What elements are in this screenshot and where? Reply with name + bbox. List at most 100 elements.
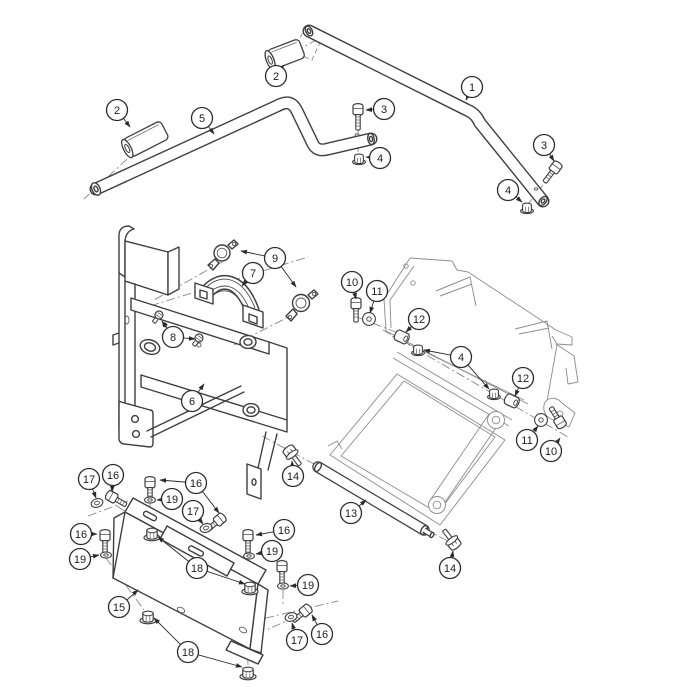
- callout-4[interactable]: 4: [496, 178, 523, 203]
- callout-14[interactable]: 14: [438, 550, 462, 580]
- flat-washer-icon: [100, 551, 112, 559]
- callout-15[interactable]: 15: [107, 589, 139, 619]
- callout-16[interactable]: 16: [101, 463, 125, 493]
- callout-number: 4: [458, 352, 464, 364]
- callout-16[interactable]: 16: [255, 518, 296, 542]
- flat-washer-icon: [284, 612, 298, 622]
- callout-6[interactable]: 6: [180, 383, 205, 413]
- callout-number: 18: [182, 647, 194, 659]
- callout-1[interactable]: 1: [460, 75, 484, 101]
- callout-7[interactable]: 7: [241, 261, 265, 287]
- callout-18[interactable]: 18: [157, 536, 246, 585]
- callout-number: 17: [291, 635, 303, 647]
- callout-number: 16: [190, 478, 202, 490]
- callout-number: 11: [521, 435, 532, 447]
- callout-number: 10: [346, 277, 358, 289]
- callout-number: 3: [381, 104, 387, 116]
- callout-16[interactable]: 16: [69, 522, 98, 546]
- flat-washer-icon: [199, 523, 213, 533]
- flange-nut-icon: [411, 344, 425, 357]
- socket-bolt-icon: [276, 560, 288, 586]
- button-screw-icon: [151, 310, 164, 324]
- callout-4[interactable]: 4: [423, 345, 490, 390]
- callout-19[interactable]: 19: [255, 539, 284, 563]
- callout-16[interactable]: 16: [310, 614, 334, 646]
- callout-number: 16: [75, 529, 87, 541]
- roller-tube: [312, 461, 435, 539]
- callout-19[interactable]: 19: [289, 573, 320, 597]
- callout-4[interactable]: 4: [365, 146, 392, 170]
- callout-10[interactable]: 10: [340, 270, 364, 300]
- callout-2[interactable]: 2: [264, 64, 288, 88]
- callout-9[interactable]: 9: [240, 246, 297, 288]
- callout-number: 19: [166, 494, 178, 506]
- hand-grip-icon: [264, 39, 305, 71]
- callout-number: 18: [191, 563, 203, 575]
- callout-8[interactable]: 8: [161, 320, 196, 349]
- flange-lock-nut-icon: [139, 610, 157, 625]
- socket-bolt-icon: [99, 529, 111, 555]
- flat-washer-icon: [243, 552, 255, 560]
- flat-washer-icon: [534, 413, 548, 427]
- callout-number: 11: [371, 286, 382, 298]
- callout-17[interactable]: 17: [285, 622, 309, 652]
- callout-11[interactable]: 11: [365, 279, 389, 314]
- callout-number: 16: [316, 629, 328, 641]
- socket-bolt-icon: [350, 297, 362, 323]
- flat-washer-icon: [90, 498, 104, 508]
- hand-grip-icon: [120, 121, 169, 159]
- flat-washer-icon: [277, 582, 289, 590]
- callout-5[interactable]: 5: [190, 106, 215, 135]
- flange-nut-icon: [487, 388, 501, 401]
- callout-17[interactable]: 17: [77, 467, 101, 499]
- loader-arm-phantom: [428, 411, 505, 514]
- callout-18[interactable]: 18: [153, 617, 243, 668]
- callout-number: 14: [444, 563, 456, 575]
- socket-bolt-icon: [548, 406, 567, 430]
- callout-3[interactable]: 3: [532, 133, 556, 162]
- callout-19[interactable]: 19: [156, 487, 184, 511]
- callout-16[interactable]: 16: [159, 471, 220, 514]
- handlebar-tube-upper: [302, 24, 550, 208]
- callout-13[interactable]: 13: [339, 499, 367, 525]
- callout-number: 14: [287, 471, 299, 483]
- callout-12[interactable]: 12: [511, 366, 535, 397]
- pull-handle: [194, 275, 264, 329]
- hardware-layer: [90, 39, 567, 681]
- callout-number: 2: [273, 71, 279, 83]
- callout-19[interactable]: 19: [68, 547, 100, 571]
- callout-number: 17: [187, 506, 199, 518]
- callout-number: 2: [114, 105, 120, 117]
- callout-number: 19: [266, 546, 278, 558]
- spacer-bushing-icon: [503, 393, 520, 409]
- flat-washer-icon: [362, 312, 376, 326]
- flange-nut-icon: [352, 153, 366, 166]
- callout-number: 12: [413, 314, 425, 326]
- handlebar-tube-lower: [89, 96, 378, 196]
- callout-2[interactable]: 2: [105, 98, 131, 128]
- callout-3[interactable]: 3: [365, 97, 396, 121]
- callout-number: 17: [83, 474, 95, 486]
- callout-14[interactable]: 14: [281, 460, 305, 488]
- hex-bolt-icon: [282, 444, 302, 467]
- callout-10[interactable]: 10: [539, 437, 563, 463]
- callout-number: 15: [113, 602, 125, 614]
- tube-clamp-left: [207, 239, 239, 271]
- flat-washer-icon: [144, 496, 156, 504]
- callout-number: 19: [74, 554, 86, 566]
- callout-17[interactable]: 17: [181, 499, 205, 525]
- callout-number: 12: [517, 373, 529, 385]
- socket-bolt-icon: [352, 103, 364, 131]
- lower-bracket: [112, 497, 269, 665]
- mount-frame-weldment: [112, 225, 288, 500]
- callout-number: 8: [170, 332, 176, 344]
- mounting-plate-phantom: [327, 373, 506, 526]
- callout-number: 3: [541, 140, 547, 152]
- callout-number: 5: [199, 113, 205, 125]
- callout-11[interactable]: 11: [515, 425, 539, 452]
- flange-nut-icon: [520, 202, 534, 215]
- callout-12[interactable]: 12: [405, 307, 431, 333]
- callout-number: 1: [469, 82, 475, 94]
